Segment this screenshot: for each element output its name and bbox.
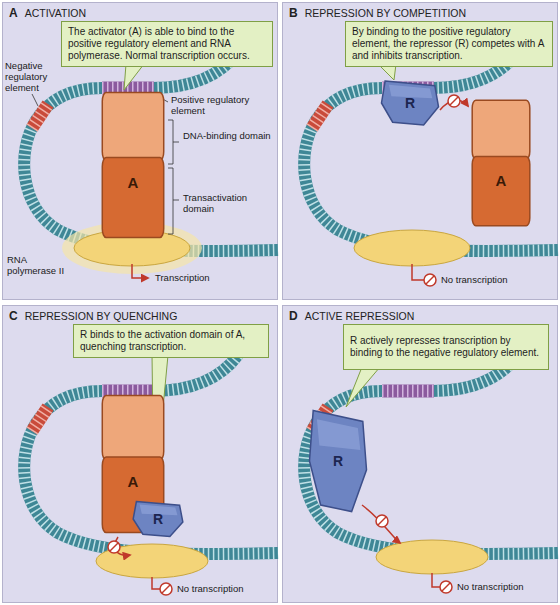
- panel-heading: A ACTIVATION: [9, 6, 86, 20]
- stop-symbol: [424, 274, 436, 286]
- repressor-protein: R: [379, 79, 441, 127]
- repressor-protein: R: [307, 406, 369, 516]
- callout-text: The activator (A) is able to bind to the…: [68, 26, 266, 62]
- protein-label: A: [128, 439, 139, 490]
- protein-label: R: [405, 95, 415, 111]
- repressor-protein: R: [131, 500, 185, 538]
- callout-box: R actively represses transcription by bi…: [343, 324, 549, 370]
- panel-letter: D: [289, 309, 298, 323]
- stop-symbol: [426, 276, 434, 284]
- annotation-label: Negative regulatory element: [5, 61, 59, 94]
- activator-shape: [471, 99, 531, 227]
- stop-symbol: [442, 583, 450, 591]
- callout-box: R binds to the activation domain of A, q…: [73, 324, 269, 358]
- callout-text: R actively represses transcription by bi…: [350, 335, 542, 359]
- panel-letter: C: [9, 309, 18, 323]
- panel-title: ACTIVE REPRESSION: [305, 310, 415, 322]
- callout-text: By binding to the positive regulatory el…: [352, 26, 546, 62]
- annotation-label: No transcription: [441, 275, 508, 286]
- activator-shape: [101, 91, 165, 239]
- protein-label: R: [153, 511, 163, 527]
- protein-label: A: [496, 138, 507, 189]
- panel-heading: D ACTIVE REPRESSION: [289, 309, 414, 323]
- stop-symbol: [108, 541, 120, 553]
- stop-symbol: [376, 515, 388, 527]
- rna-polymerase: [96, 544, 208, 578]
- activator-protein: A: [471, 99, 531, 227]
- stop-symbol: [378, 517, 386, 525]
- panel-title: ACTIVATION: [25, 7, 86, 19]
- panel-title: REPRESSION BY COMPETITION: [305, 7, 466, 19]
- annotation-label: Transactivation domain: [183, 193, 273, 215]
- callout-box: By binding to the positive regulatory el…: [345, 21, 553, 67]
- stop-symbol: [160, 583, 172, 595]
- annotation-label: No transcription: [177, 584, 244, 595]
- annotation-label: Transcription: [155, 273, 210, 284]
- callout-text: R binds to the activation domain of A, q…: [80, 329, 262, 353]
- panel-letter: A: [9, 6, 18, 20]
- annotation-label: No transcription: [457, 582, 524, 593]
- rna-polymerase: [354, 230, 470, 266]
- annotation-label: RNA polymerase II: [7, 255, 77, 277]
- activator-protein: A: [101, 91, 165, 239]
- protein-label: R: [333, 453, 343, 469]
- stop-symbol: [110, 543, 118, 551]
- protein-label: A: [128, 140, 139, 191]
- stop-symbol: [448, 95, 460, 107]
- panel-letter: B: [289, 6, 298, 20]
- stop-symbol: [450, 97, 458, 105]
- annotation-label: Positive regulatory element: [171, 95, 271, 117]
- callout-box: The activator (A) is able to bind to the…: [61, 21, 273, 67]
- panel-title: REPRESSION BY QUENCHING: [25, 310, 178, 322]
- panel-heading: B REPRESSION BY COMPETITION: [289, 6, 466, 20]
- stop-symbol: [162, 585, 170, 593]
- rna-polymerase: [376, 540, 488, 574]
- panel-heading: C REPRESSION BY QUENCHING: [9, 309, 177, 323]
- annotation-label: DNA-binding domain: [183, 131, 273, 142]
- stop-symbol: [440, 581, 452, 593]
